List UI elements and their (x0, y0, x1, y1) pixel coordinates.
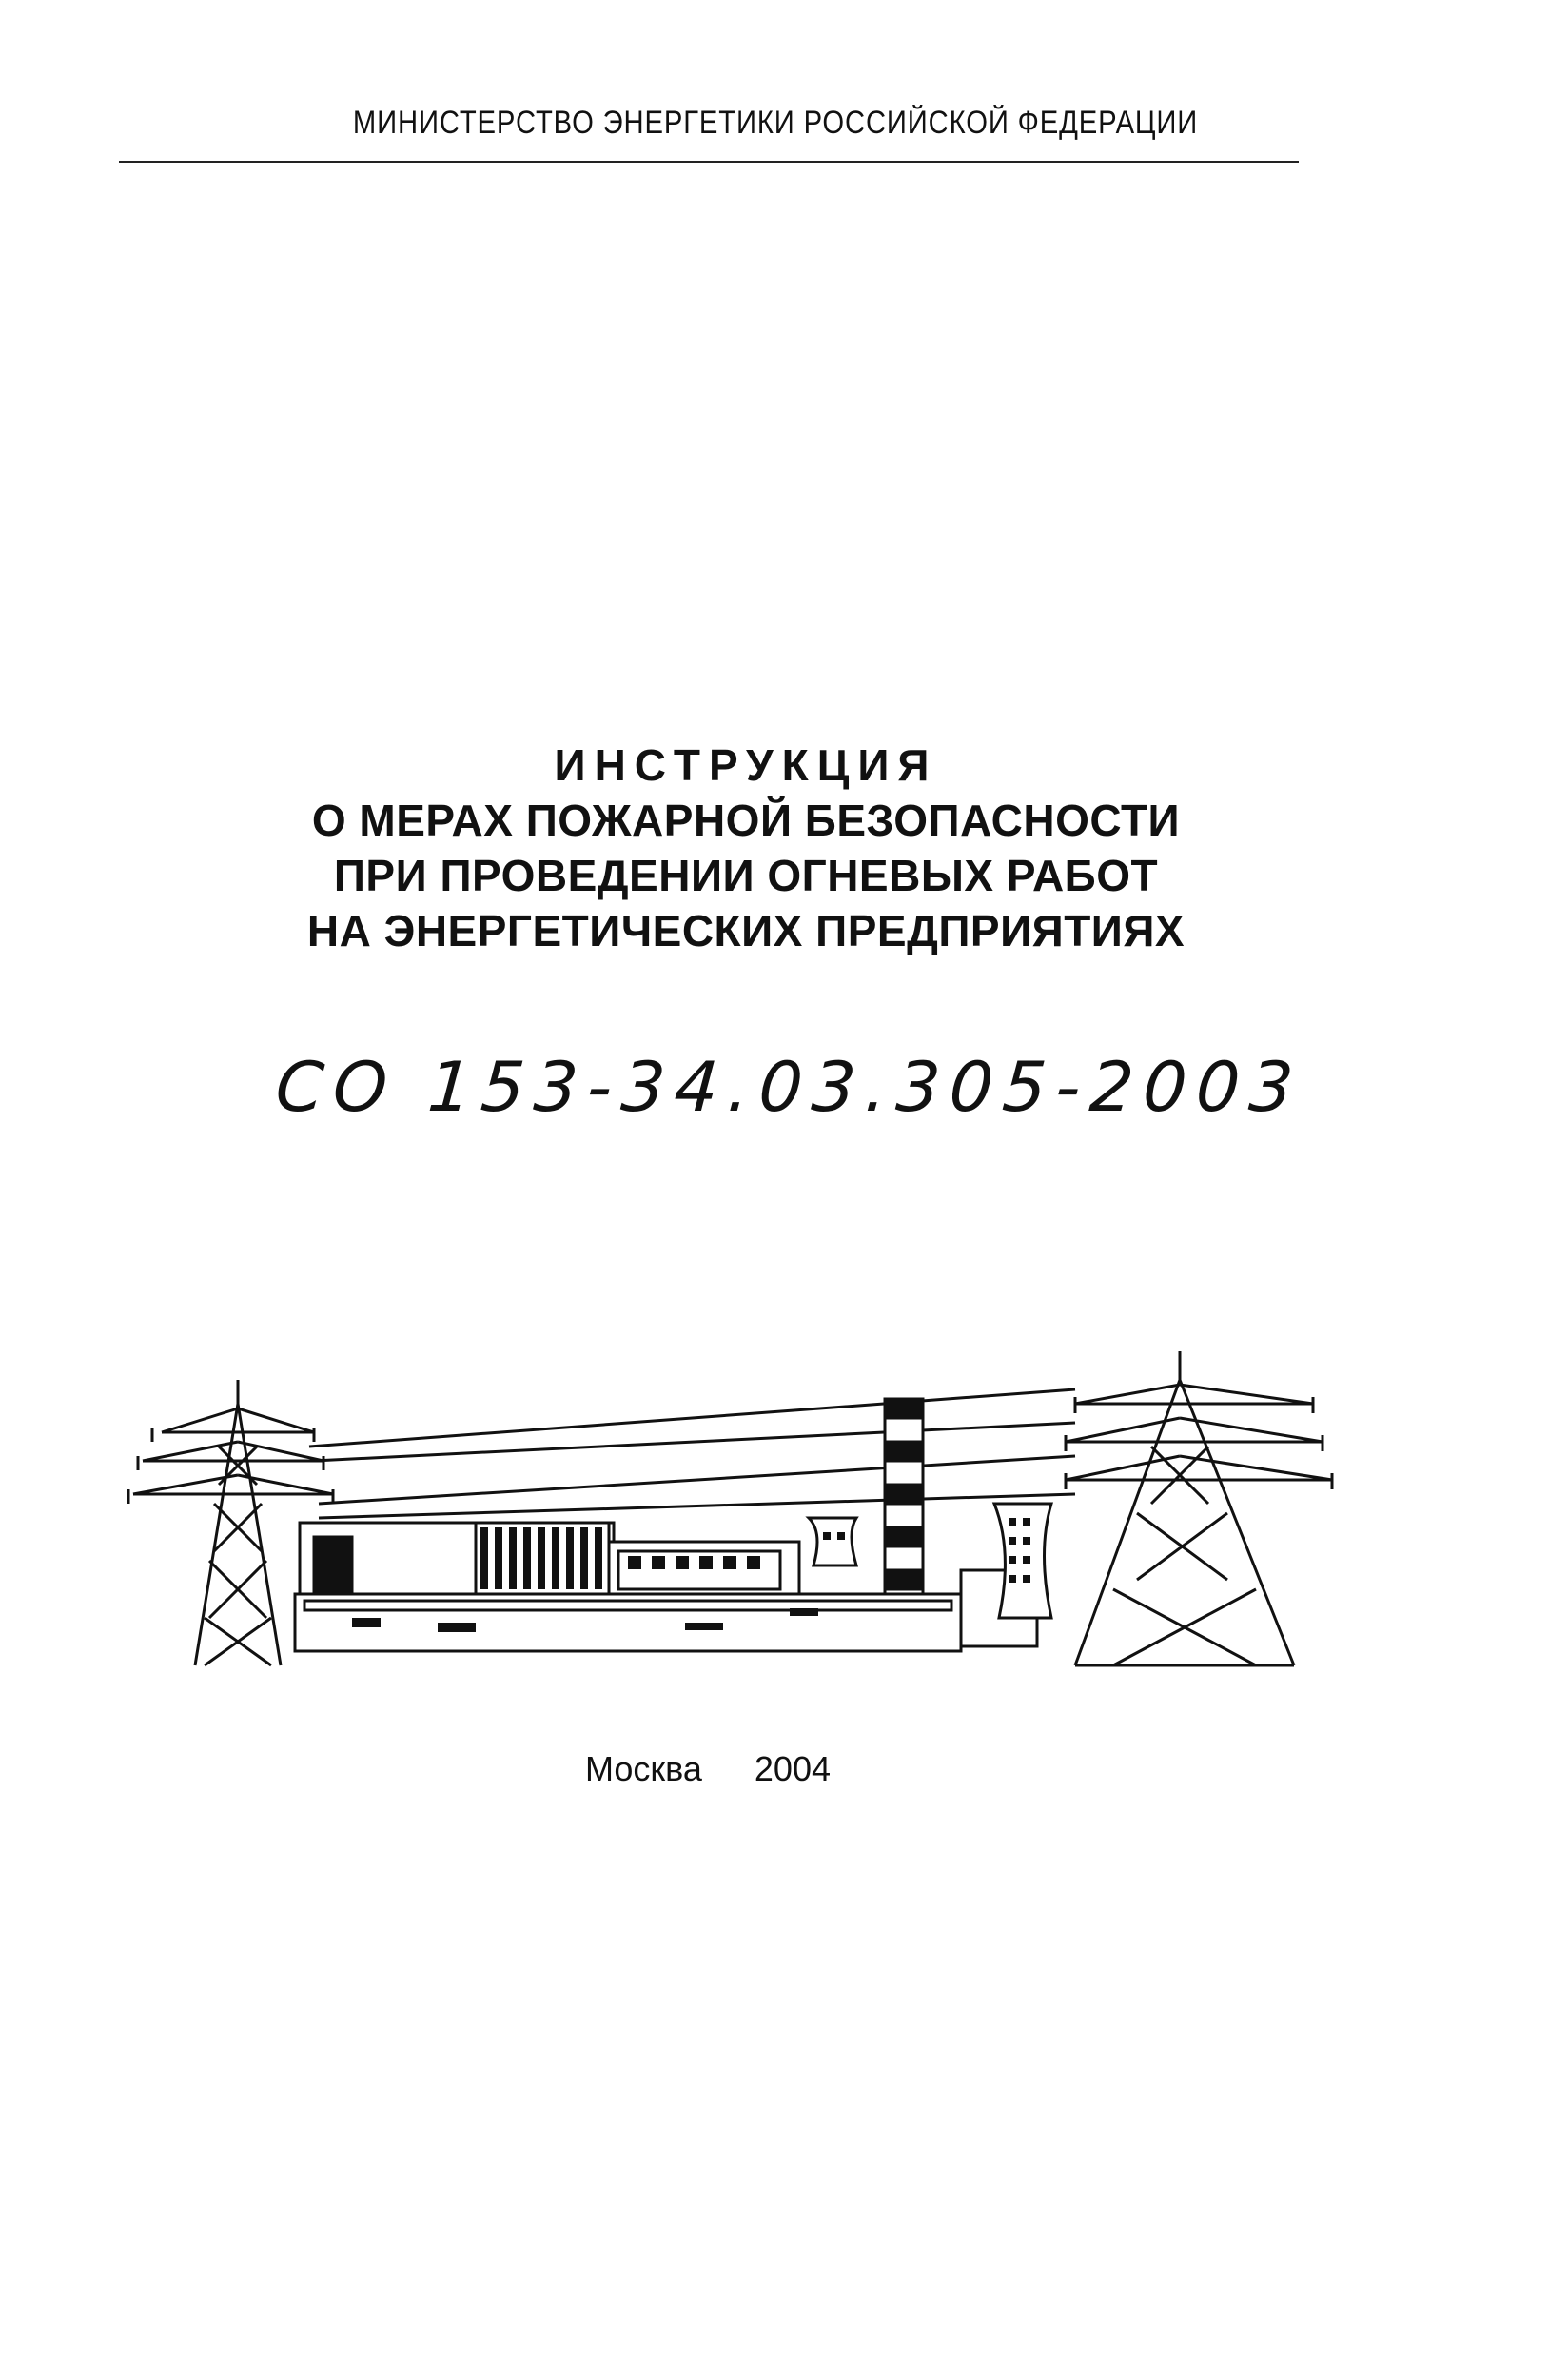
publication-info: Москва 2004 (585, 1749, 831, 1789)
publication-city: Москва (585, 1749, 702, 1788)
title-line-4: НА ЭНЕРГЕТИЧЕСКИХ ПРЕДПРИЯТИЯХ (306, 906, 1186, 955)
plant-building-icon (293, 1521, 1039, 1653)
power-plant-illustration (127, 1351, 1334, 1667)
header-rule (119, 161, 1299, 163)
handwritten-document-code: СО 153-34.03.305-2003 (273, 1047, 1305, 1127)
document-title: ИНСТРУКЦИЯ О МЕРАХ ПОЖАРНОЙ БЕЗОПАСНОСТИ… (0, 738, 1568, 958)
cooling-tower-icon (805, 1502, 1054, 1620)
title-line-2: О МЕРАХ ПОЖАРНОЙ БЕЗОПАСНОСТИ (311, 796, 1181, 845)
publication-year: 2004 (754, 1749, 831, 1788)
ministry-heading: МИНИСТЕРСТВО ЭНЕРГЕТИКИ РОССИЙСКОЙ ФЕДЕР… (352, 105, 1199, 141)
title-line-1: ИНСТРУКЦИЯ (554, 740, 938, 790)
left-tower-icon (127, 1380, 335, 1667)
title-line-3: ПРИ ПРОВЕДЕНИИ ОГНЕВЫХ РАБОТ (333, 851, 1159, 900)
right-tower-icon (1064, 1351, 1334, 1667)
